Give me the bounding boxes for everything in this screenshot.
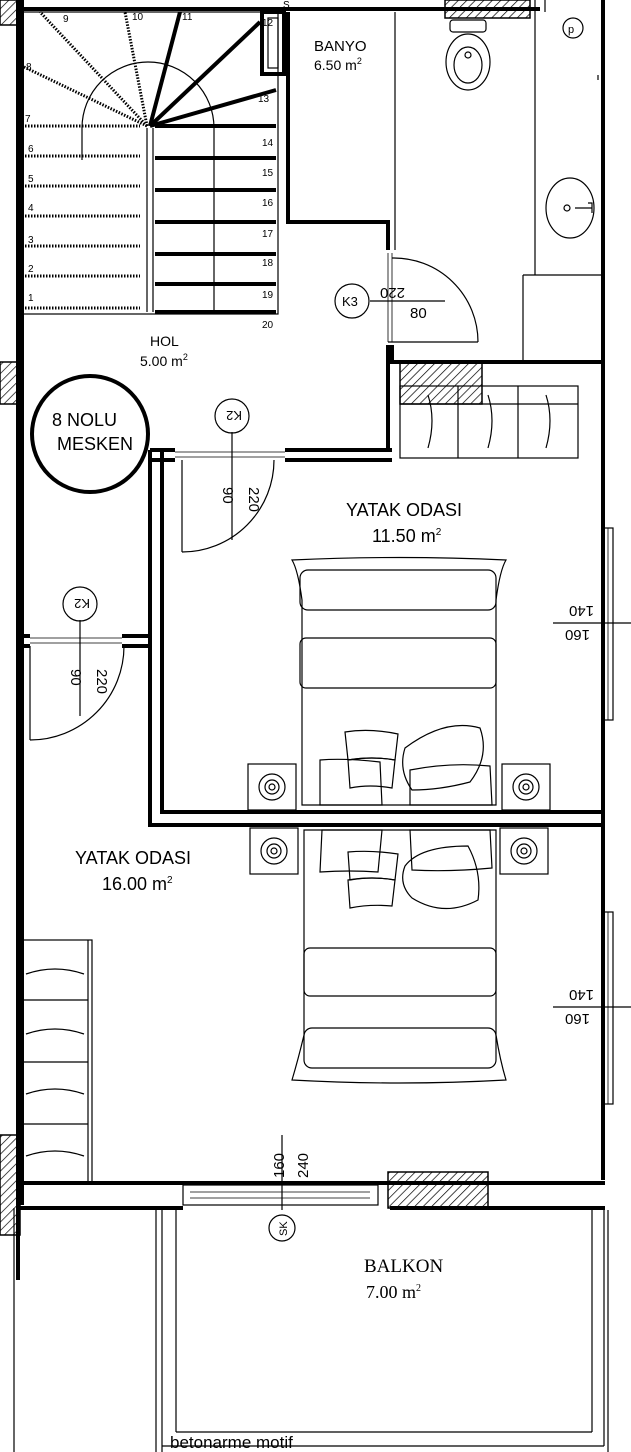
door-dim: 220 [245, 487, 262, 512]
door-dim: 90 [67, 669, 84, 686]
window-2: 140 160 [553, 911, 631, 1105]
door-k3[interactable]: K3 220 80 [334, 253, 479, 343]
stair-num: 4 [28, 203, 34, 214]
stair-num: 14 [262, 138, 274, 149]
stair-num: 3 [28, 235, 34, 246]
door-dim: 220 [93, 669, 110, 694]
door-tag: K3 [342, 294, 358, 309]
unit-badge: 8 NOLU MESKEN [30, 374, 150, 494]
balcony: BALKON 7.00 m2 betonarme motif [13, 1208, 609, 1452]
door-tag: K2 [74, 596, 90, 611]
bed-1 [247, 556, 551, 811]
stair-num: 10 [132, 12, 144, 23]
stair-num: 9 [63, 14, 69, 25]
room-area: 11.50 m2 [372, 526, 442, 546]
window-dim: 140 [569, 602, 594, 619]
stair-num: 2 [28, 264, 34, 275]
room-yatak2: YATAK ODASI 16.00 m2 [75, 848, 191, 894]
stair-num: 17 [262, 229, 274, 240]
bedroom2-upper-wall [20, 634, 150, 648]
wardrobe-1 [399, 385, 579, 459]
stair-num: 19 [262, 290, 274, 301]
door-tag: SK [278, 1221, 290, 1236]
window-dim: 140 [569, 986, 594, 1003]
drain-icon: p [562, 17, 599, 80]
room-name: HOL [150, 333, 179, 349]
lamp-icon [501, 763, 551, 811]
bathroom-walls [286, 0, 603, 450]
room-banyo: BANYO 6.50 m2 [314, 38, 367, 73]
stair-num: 1 [28, 293, 34, 304]
room-hol: HOL 5.00 m2 [140, 333, 188, 369]
stair-num: 20 [262, 320, 274, 331]
stair-numbers: 1 2 3 4 5 6 7 8 9 10 11 12 13 14 15 16 1… [25, 12, 274, 331]
door-k2-lower[interactable]: K2 90 220 [29, 586, 125, 741]
bedroom1-walls [148, 448, 603, 827]
drain-label: p [568, 24, 574, 36]
stair-treads [21, 10, 277, 314]
staircase: 1 2 3 4 5 6 7 8 9 10 11 12 13 14 15 16 1… [21, 10, 279, 331]
room-area: 7.00 m2 [366, 1282, 421, 1302]
unit-line2: MESKEN [57, 434, 133, 454]
stair-num: 7 [25, 114, 31, 125]
room-area: 16.00 m2 [102, 874, 173, 894]
lamp-icon [499, 827, 549, 875]
sliding-door-sk[interactable]: 160 240 SK [182, 1135, 379, 1242]
door-k2-upper[interactable]: K2 90 220 [181, 398, 275, 553]
stair-num: 11 [182, 12, 193, 23]
stair-num: 13 [258, 94, 270, 105]
stair-num: 5 [28, 174, 34, 185]
stair-num: 6 [28, 144, 34, 155]
room-yatak1: YATAK ODASI 11.50 m2 [346, 500, 462, 546]
bed-2 [249, 827, 549, 1084]
pillows [319, 829, 493, 910]
door-dim: 90 [219, 487, 236, 504]
balcony-note: betonarme motif [170, 1433, 293, 1452]
stair-num: 15 [262, 168, 274, 179]
window-dim: 160 [565, 1010, 590, 1027]
room-name: BANYO [314, 38, 367, 55]
wardrobe-2 [21, 939, 93, 1185]
window-dim: 160 [565, 626, 590, 643]
pillows [319, 724, 493, 806]
window-dim: 240 [295, 1153, 312, 1178]
sink-icon [545, 177, 595, 239]
toilet-icon [445, 19, 491, 91]
room-area: 5.00 m2 [140, 352, 188, 369]
outer-walls [16, 0, 605, 1280]
room-name: BALKON [364, 1256, 443, 1277]
shaft-label: S [283, 0, 290, 11]
room-area: 6.50 m2 [314, 56, 362, 73]
hatched-columns [0, 0, 531, 1236]
shaft: S [260, 0, 290, 76]
window-dim: 160 [271, 1153, 288, 1178]
room-name: YATAK ODASI [346, 500, 462, 520]
door-dim: 220 [380, 284, 405, 301]
stair-num: 18 [262, 258, 274, 269]
lamp-icon [249, 827, 299, 875]
unit-line1: 8 NOLU [52, 410, 117, 430]
window-1: 140 160 [553, 527, 631, 721]
door-tag: K2 [226, 408, 242, 423]
stair-num: 16 [262, 198, 274, 209]
room-name: YATAK ODASI [75, 848, 191, 868]
stair-num: 8 [26, 62, 32, 73]
lamp-icon [247, 763, 297, 811]
door-dim: 80 [410, 305, 427, 322]
